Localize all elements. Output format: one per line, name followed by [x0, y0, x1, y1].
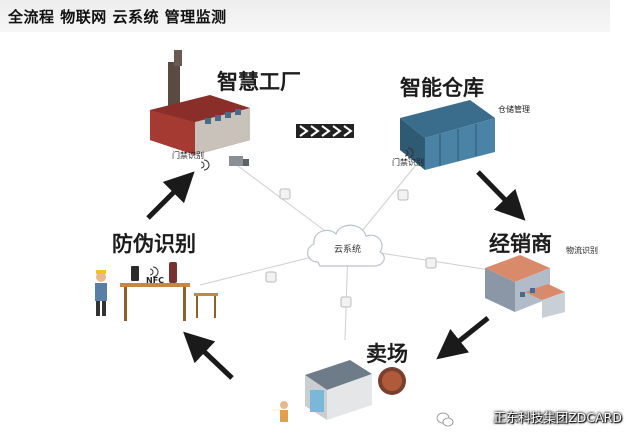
- factory-label: 智慧工厂: [217, 70, 301, 94]
- warehouse-access-label: 门禁识别: [392, 158, 424, 167]
- anticounterfeit-label: 防伪识别: [112, 232, 196, 256]
- warehouse-sub-label: 仓储管理: [498, 105, 530, 114]
- factory-sub-label: 门禁识别: [172, 151, 204, 160]
- watermark-text: 正东科技集团ZDCARD: [493, 410, 622, 425]
- nfc-label: NFC: [146, 276, 165, 285]
- anticounterfeit-scene: [95, 262, 218, 321]
- cloud-shape: [307, 224, 385, 267]
- store-building: [305, 360, 406, 420]
- distributor-label: 经销商: [489, 232, 552, 256]
- title-band: [0, 0, 610, 32]
- rfid-wave-icons: [149, 147, 414, 278]
- warehouse-label: 智能仓库: [400, 76, 484, 100]
- wechat-icon: [436, 412, 454, 427]
- factory-building: [150, 50, 250, 166]
- network-nodes: [265, 188, 437, 308]
- distributor-sub-label: 物流识别: [566, 246, 598, 255]
- flow-chevrons: [296, 124, 354, 138]
- cloud-label: 云系统: [334, 245, 362, 255]
- store-label: 卖场: [366, 342, 408, 366]
- process-arrows: [146, 170, 526, 380]
- warehouse-building: [400, 100, 495, 170]
- page-title: 全流程 物联网 云系统 管理监测: [8, 8, 227, 26]
- distributor-building: [485, 255, 565, 318]
- shopper-figure: [280, 401, 288, 422]
